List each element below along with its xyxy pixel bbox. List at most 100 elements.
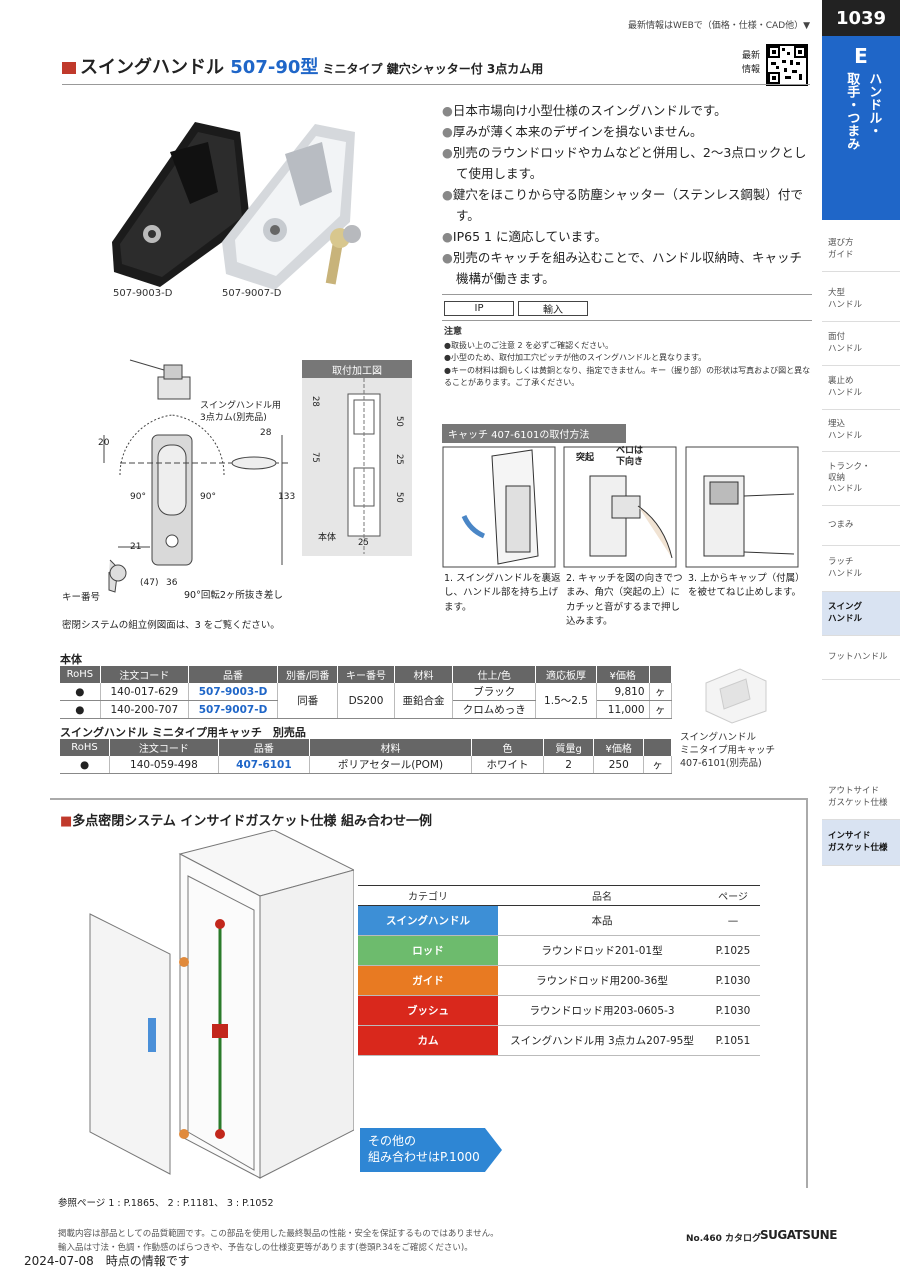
col-key: キー番号 xyxy=(337,666,395,683)
sidebar-item[interactable]: インサイド ガスケット仕様 xyxy=(822,820,900,866)
feature-item: ●別売のキャッチを組み込むことで、ハンドル収納時、キャッチ機構が働きます。 xyxy=(442,247,812,289)
col-material: 材料 xyxy=(394,666,454,683)
black-handle-image xyxy=(112,122,250,287)
cabinet-illustration xyxy=(89,830,354,1179)
name-cell: 本品 xyxy=(498,905,706,936)
catch-table: RoHS 注文コード 品番 材料 色 質量g ¥価格 ● 140-059-498… xyxy=(60,739,672,774)
feature-item: ●IP65 1 に適応しています。 xyxy=(442,226,812,247)
more-line-1: その他の xyxy=(368,1134,417,1148)
table-row: ● 140-200-707 507-9007-D クロムめっき 11,000 ヶ xyxy=(60,700,673,719)
col-rohs: RoHS xyxy=(60,739,111,756)
name-cell: ラウンドロッド用203-0605-3 xyxy=(498,995,706,1026)
col-name: 品名 xyxy=(498,885,706,906)
col-color: 色 xyxy=(471,739,545,756)
note-item: ●キーの材料は鋼もしくは黄銅となり、指定できません。キー（握り部）の形状は写真お… xyxy=(444,365,811,388)
more-combinations-link[interactable]: その他の 組み合わせはP.1000 xyxy=(360,1128,502,1172)
cutout-dim-28: 28 xyxy=(310,396,320,407)
sidebar-item[interactable]: つまみ xyxy=(822,506,900,546)
catch-table-header: RoHS 注文コード 品番 材料 色 質量g ¥価格 xyxy=(60,739,672,756)
note-item: ●小型のため、取付加工穴ピッチが他のスイングハンドルと異なります。 xyxy=(444,353,707,363)
bullet-icon: ● xyxy=(442,250,453,265)
catch-table-title: スイングハンドル ミニタイプ用キャッチ 別売品 xyxy=(60,726,306,739)
page-cell[interactable]: P.1030 xyxy=(706,965,760,996)
rotation-label: 90°回転2ヶ所抜き差し xyxy=(184,590,283,601)
category-cell: ロッド xyxy=(358,935,498,966)
material-cell: ポリアセタール(POM) xyxy=(309,756,472,774)
feature-text: 別売のキャッチを組み込むことで、ハンドル収納時、キャッチ機構が働きます。 xyxy=(452,250,803,286)
finish-cell: ブラック xyxy=(452,683,537,701)
qr-code-icon[interactable] xyxy=(766,44,808,86)
chrome-handle-image xyxy=(222,124,361,290)
combination-table: カテゴリ 品名 ページ スイングハンドル本品—ロッドラウンドロッド201-01型… xyxy=(358,885,760,1056)
catch-step-3: 3. 上からキャップ（付属）を被せてねじ止めします。 xyxy=(688,573,805,599)
unit-cell: ヶ xyxy=(643,756,672,774)
code-cell: 140-017-629 xyxy=(100,683,189,701)
title-main: スイングハンドル xyxy=(80,57,231,78)
catch-label-tab: ベロは 下向き xyxy=(616,446,644,467)
photo-caption-black: 507-9003-D xyxy=(113,288,173,299)
category-cell: ガイド xyxy=(358,965,498,996)
combination-header: カテゴリ 品名 ページ xyxy=(358,885,760,906)
feature-text: IP65 1 に適応しています。 xyxy=(452,229,607,244)
col-code: 注文コード xyxy=(109,739,219,756)
part-link[interactable]: 407-6101 xyxy=(218,756,311,774)
material-cell: 亜鉛合金 xyxy=(394,683,454,719)
color-cell: ホワイト xyxy=(471,756,545,774)
feature-item: ●別売のラウンドロッドやカムなどと併用し、2～3点ロックとして使用します。 xyxy=(442,142,812,184)
footer-disclaimer: 掲載内容は部品としての品質範囲です。この部品を使用した最終製品の性能・安全を保証… xyxy=(58,1228,499,1255)
page-cell[interactable]: — xyxy=(706,905,760,936)
price-cell: 250 xyxy=(593,756,645,774)
sidebar-item[interactable]: アウトサイド ガスケット仕様 xyxy=(822,776,900,820)
catch-step-1: 1. スイングハンドルを裏返し、ハンドル部を持ち上げます。 xyxy=(444,573,561,613)
feature-item: ●厚みが薄く本来のデザインを損ないません。 xyxy=(442,121,812,142)
qr-label-1: 最新 xyxy=(742,51,761,61)
sidebar-item[interactable]: 裏止め ハンドル xyxy=(822,366,900,410)
dim-20: 20 xyxy=(98,438,110,448)
sidebar-item[interactable]: 面付 ハンドル xyxy=(822,322,900,366)
mass-cell: 2 xyxy=(543,756,595,774)
section-tab[interactable]: E ハンドル・ 取手・つまみ xyxy=(822,36,900,220)
col-part: 品番 xyxy=(218,739,311,756)
cutout-dim-25-v: 25 xyxy=(394,454,404,465)
cutout-dim-25: 25 xyxy=(358,538,369,548)
part-link[interactable]: 507-9003-D xyxy=(188,683,279,701)
cutout-title: 取付加工図 xyxy=(302,360,412,379)
system-note: 密閉システムの組立例図面は、3 をご覧ください。 xyxy=(62,620,280,631)
catalog-number: No.460 カタログ xyxy=(686,1234,762,1244)
category-cell: ブッシュ xyxy=(358,995,498,1026)
table-row: ● 140-017-629 507-9003-D 同番 DS200 亜鉛合金 ブ… xyxy=(60,683,673,719)
feature-item: ●鍵穴をほこりから守る防塵シャッター（ステンレス鋼製）付です。 xyxy=(442,184,812,226)
col-material: 材料 xyxy=(309,739,472,756)
note-item: ●取扱い上のご注意 2 を必ずご確認ください。 xyxy=(444,340,614,350)
bullet-icon: ● xyxy=(442,124,453,139)
thickness-cell: 1.5～2.5 xyxy=(535,683,597,719)
brand-logo-icon xyxy=(62,62,76,74)
page-cell[interactable]: P.1030 xyxy=(706,995,760,1026)
system-title-text: 多点密閉システム インサイドガスケット仕様 組み合わせ一例 xyxy=(72,814,432,829)
page-cell[interactable]: P.1051 xyxy=(706,1025,760,1056)
col-finish: 仕上/色 xyxy=(452,666,537,683)
dim-90-right: 90° xyxy=(200,492,216,502)
cutout-dim-50-top: 50 xyxy=(394,416,404,427)
feature-text: 日本市場向け小型仕様のスイングハンドルです。 xyxy=(452,103,727,118)
sidebar-item[interactable]: 大型 ハンドル xyxy=(822,278,900,322)
dim-133: 133 xyxy=(278,492,296,502)
sidebar-item[interactable]: フットハンドル xyxy=(822,636,900,680)
badge-ip: IP xyxy=(444,301,514,316)
bullet-icon: ● xyxy=(442,145,453,160)
more-line-2: 組み合わせはP.1000 xyxy=(368,1149,480,1164)
unit-cell: ヶ xyxy=(649,683,673,701)
sidebar-item[interactable]: ラッチ ハンドル xyxy=(822,546,900,592)
badge-divider xyxy=(442,320,812,321)
part-link[interactable]: 507-9007-D xyxy=(188,700,279,719)
dim-90-left: 90° xyxy=(130,492,146,502)
page-cell[interactable]: P.1025 xyxy=(706,935,760,966)
page-number: 1039 xyxy=(822,0,900,36)
sidebar-item[interactable]: トランク・ 収納 ハンドル xyxy=(822,452,900,506)
sidebar-item[interactable]: 選び方 ガイド xyxy=(822,228,900,272)
sidebar-item[interactable]: 埋込 ハンドル xyxy=(822,410,900,452)
reference-pages: 参照ページ 1 : P.1865、 2 : P.1181、 3 : P.1052 xyxy=(58,1198,274,1209)
sidebar-item[interactable]: スイング ハンドル xyxy=(822,592,900,636)
dim-28: 28 xyxy=(260,428,272,438)
